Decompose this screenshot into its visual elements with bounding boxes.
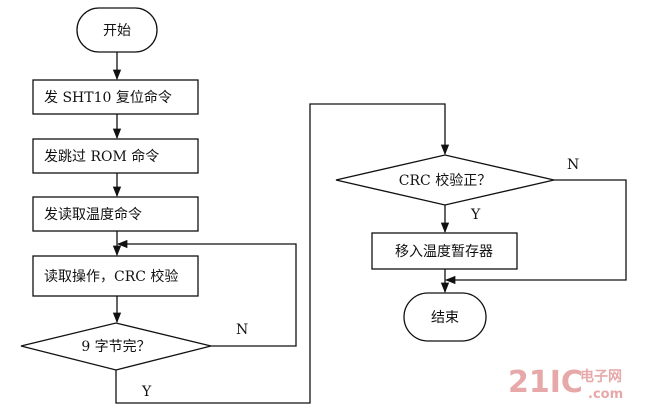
loop-no-path [116, 239, 297, 347]
start-terminator: 开始 [76, 7, 158, 53]
decision-nine-bytes: 9 字节完？ [20, 322, 212, 371]
nine-bytes-label: 9 字节完？ [81, 339, 150, 355]
skip-rom-label: 发跳过 ROM 命令 [44, 148, 159, 165]
crc-no-path [444, 179, 627, 285]
process-read-crc: 读取操作，CRC 校验 [32, 255, 199, 297]
read-crc-label: 读取操作，CRC 校验 [44, 268, 178, 285]
process-skip-rom: 发跳过 ROM 命令 [32, 138, 199, 174]
yes-path-to-crc [115, 103, 450, 404]
reset-label: 发 SHT10 复位命令 [44, 89, 172, 106]
end-terminator: 结束 [403, 292, 487, 342]
start-label: 开始 [103, 23, 131, 39]
watermark-brand: 21IC [508, 365, 583, 400]
move-temp-label: 移入温度暂存器 [395, 244, 493, 260]
read-temp-label: 发读取温度命令 [44, 206, 142, 223]
watermark-cn: 电子网 [580, 368, 622, 385]
process-reset: 发 SHT10 复位命令 [32, 79, 199, 115]
crc-check-label: CRC 校验正？ [399, 172, 491, 189]
process-move-temp: 移入温度暂存器 [371, 232, 518, 270]
process-read-temp: 发读取温度命令 [32, 196, 199, 232]
yes-label-bytes: Y [141, 384, 152, 400]
no-label-crc: N [567, 157, 579, 173]
decision-crc-check: CRC 校验正？ [335, 154, 555, 206]
end-label: 结束 [431, 310, 459, 326]
watermark-domain: .com [588, 387, 623, 402]
watermark-logo: 21IC 电子网 .com [508, 365, 623, 402]
no-label-loop: N [236, 322, 248, 338]
yes-label-crc: Y [470, 207, 481, 223]
